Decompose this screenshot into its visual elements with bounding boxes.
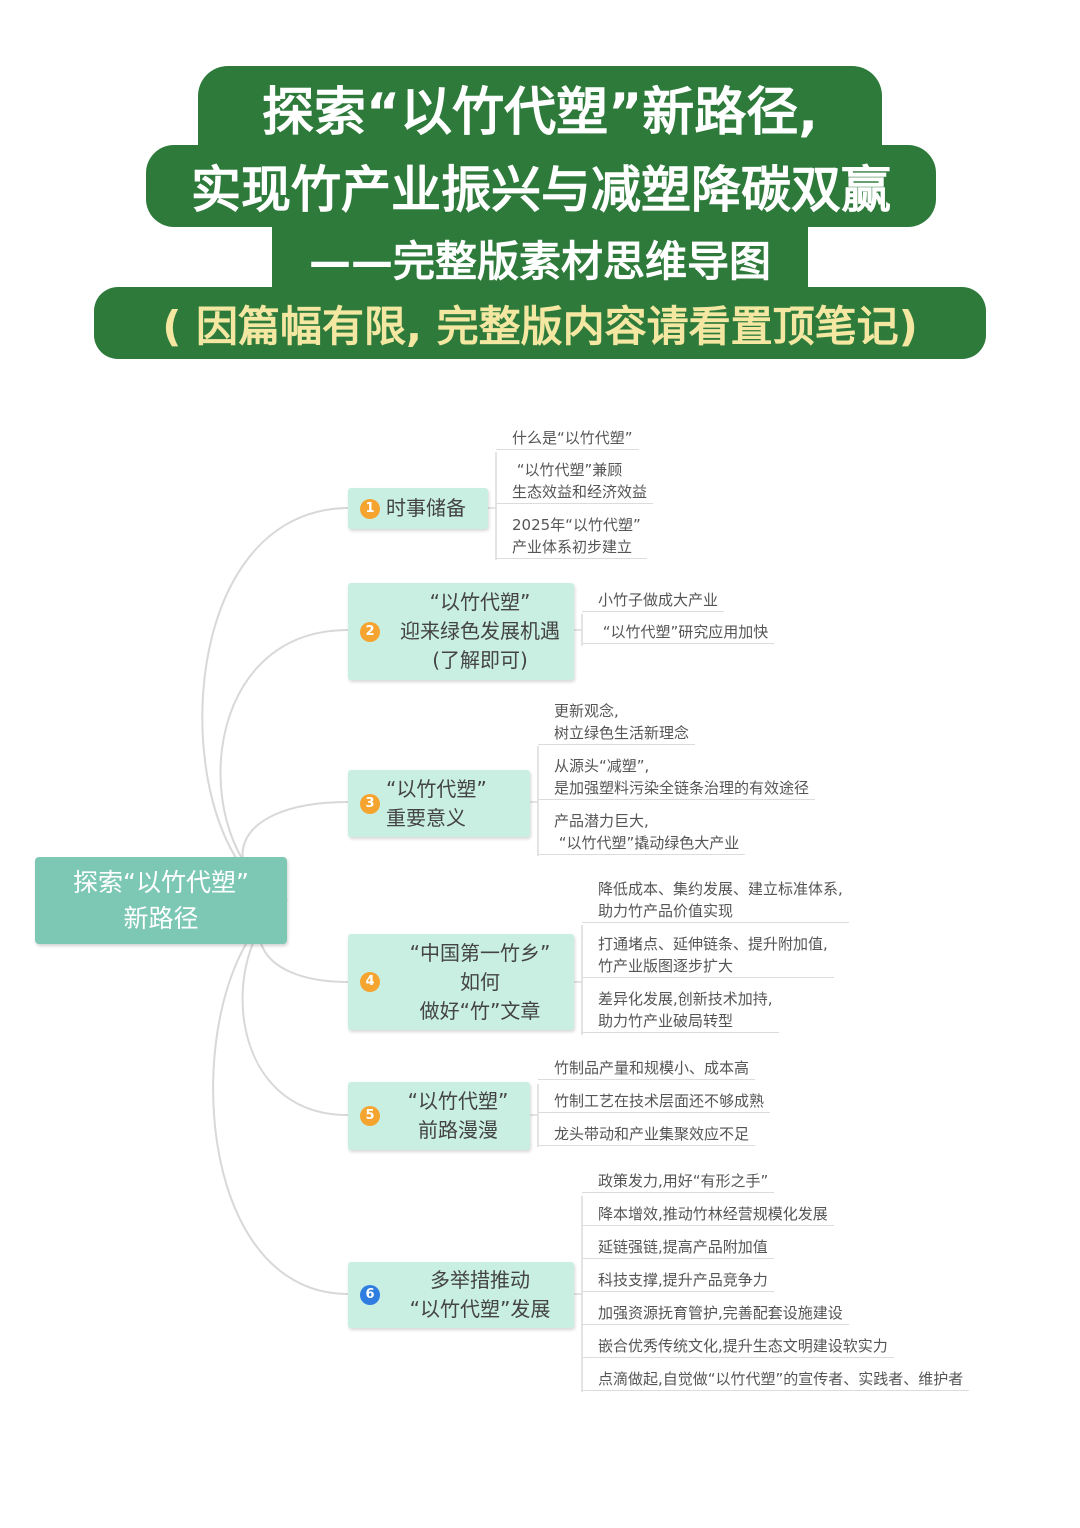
leaf-1-2: “以竹代塑”兼顾 生态效益和经济效益 <box>496 459 654 504</box>
leaf-5-3: 龙头带动和产业集聚效应不足 <box>538 1123 756 1146</box>
bracket-2 <box>574 614 583 646</box>
branch-node-3: 3 “以竹代塑” 重要意义 <box>348 770 530 837</box>
number-1-icon: 1 <box>360 498 380 519</box>
leaf-1-3: 2025年“以竹代塑” 产业体系初步建立 <box>496 514 647 559</box>
branch-label-1: 时事储备 <box>386 496 466 520</box>
number-6-icon: 6 <box>360 1285 380 1305</box>
leaf-6-3: 延链强链,提高产品附加值 <box>582 1236 774 1259</box>
branch-label-6: 多举措推动 “以竹代塑”发展 <box>409 1268 551 1321</box>
leaf-3-2: 从源头“减塑”, 是加强塑料污染全链条治理的有效途径 <box>538 755 816 800</box>
edge-root-1 <box>201 507 349 901</box>
title-note: ( 因篇幅有限, 完整版内容请看置顶笔记) <box>94 287 986 359</box>
edge-root-6 <box>212 899 349 1295</box>
leaf-6-7: 点滴做起,自觉做“以竹代塑”的宣传者、实践者、维护者 <box>582 1368 970 1391</box>
title-line-1: 探索“以竹代塑”新路径, <box>198 66 882 148</box>
number-5-icon: 5 <box>360 1106 380 1126</box>
leaf-6-6: 嵌合优秀传统文化,提升生态文明建设软实力 <box>582 1335 894 1358</box>
bracket-1 <box>488 452 497 560</box>
branch-node-4: 4 “中国第一竹乡” 如何 做好“竹”文章 <box>348 934 574 1030</box>
leaf-6-4: 科技支撑,提升产品竞争力 <box>582 1269 774 1292</box>
leaf-5-1: 竹制品产量和规模小、成本高 <box>538 1057 756 1080</box>
leaf-4-3: 差异化发展,创新技术加持, 助力竹产业破局转型 <box>582 988 779 1033</box>
title-line-3: ——完整版素材思维导图 <box>272 225 808 291</box>
leaf-1-1: 什么是“以竹代塑” <box>496 427 639 450</box>
title-line-2: 实现竹产业振兴与减塑降碳双赢 <box>146 145 936 227</box>
branch-label-5: “以竹代塑” 前路漫漫 <box>407 1089 509 1142</box>
leaf-5-2: 竹制工艺在技术层面还不够成熟 <box>538 1090 771 1113</box>
leaf-3-3: 产品潜力巨大, “以竹代塑”撬动绿色大产业 <box>538 810 746 855</box>
number-3-icon: 3 <box>360 793 380 814</box>
leaf-3-1: 更新观念, 树立绿色生活新理念 <box>538 700 696 745</box>
branch-node-6: 6 多举措推动 “以竹代塑”发展 <box>348 1262 574 1328</box>
bracket-4 <box>574 925 583 1035</box>
bracket-5 <box>530 1084 539 1147</box>
branch-node-5: 5 “以竹代塑” 前路漫漫 <box>348 1082 530 1150</box>
leaf-2-2: “以竹代塑”研究应用加快 <box>582 621 775 644</box>
branch-node-2: 2 “以竹代塑” 迎来绿色发展机遇 (了解即可) <box>348 583 574 680</box>
branch-node-1: 1 时事储备 <box>348 488 488 529</box>
leaf-4-2: 打通堵点、延伸链条、提升附加值, 竹产业版图逐步扩大 <box>582 933 834 978</box>
root-node: 探索“以竹代塑” 新路径 <box>35 857 287 944</box>
branch-label-2: “以竹代塑” 迎来绿色发展机遇 (了解即可) <box>400 590 560 672</box>
leaf-6-5: 加强资源抚育管护,完善配套设施建设 <box>582 1302 849 1325</box>
bracket-6 <box>574 1196 583 1392</box>
number-2-icon: 2 <box>360 621 380 642</box>
branch-label-4: “中国第一竹乡” 如何 做好“竹”文章 <box>409 940 551 1023</box>
leaf-6-2: 降本增效,推动竹林经营规模化发展 <box>582 1203 834 1226</box>
root-label: 探索“以竹代塑” 新路径 <box>73 867 249 933</box>
bracket-3 <box>530 746 539 856</box>
leaf-2-1: 小竹子做成大产业 <box>582 589 725 612</box>
leaf-6-1: 政策发力,用好“有形之手” <box>582 1170 775 1193</box>
branch-label-3: “以竹代塑” 重要意义 <box>386 776 487 830</box>
number-4-icon: 4 <box>360 972 380 992</box>
leaf-4-1: 降低成本、集约发展、建立标准体系, 助力竹产品价值实现 <box>582 878 849 923</box>
